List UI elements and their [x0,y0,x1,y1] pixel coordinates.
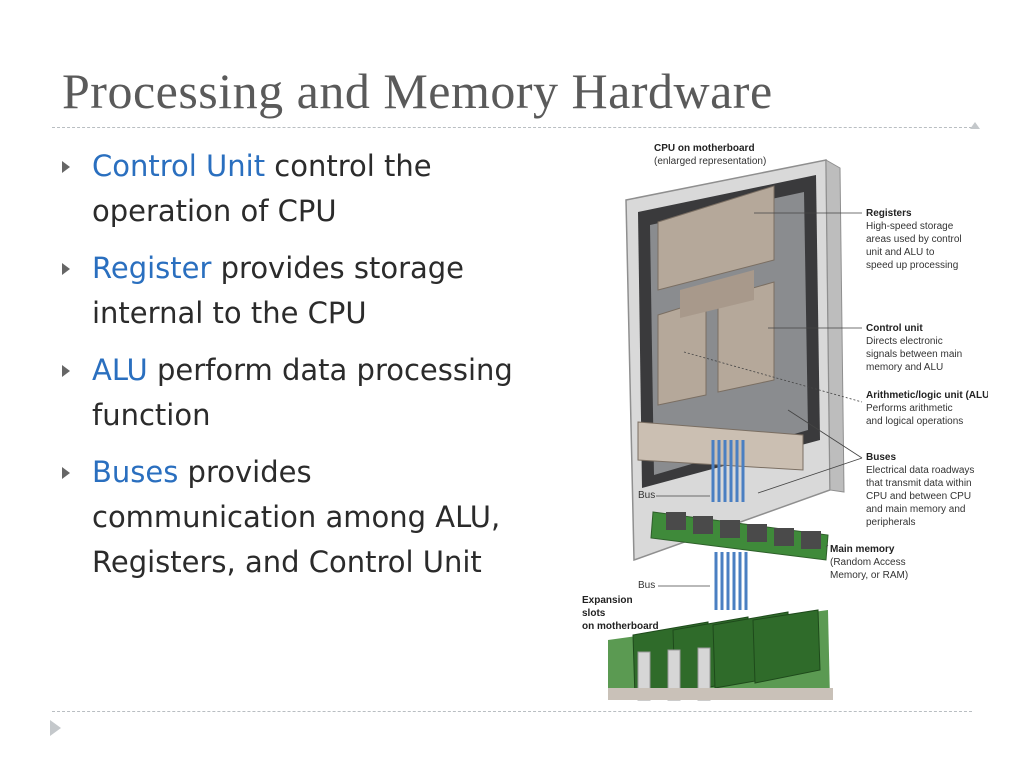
buses-desc: CPU and between CPU [866,491,971,502]
top-divider [52,122,980,129]
figure-subheading: (enlarged representation) [654,156,766,167]
bullet-text: communication among ALU, [92,500,501,534]
slide-title: Processing and Memory Hardware [62,63,773,119]
motherboard-edge [608,688,833,700]
control-unit-block [717,281,775,393]
bullet-term: Control Unit [92,149,266,183]
bullet-term: Buses [92,455,179,489]
main-memory-desc: (Random Access [830,557,906,568]
bullet-arrow-icon [62,161,70,173]
bullet-arrow-icon [62,365,70,377]
bullet-text: function [92,398,211,432]
registers-block [657,185,775,291]
bottom-divider [50,711,972,736]
registers-desc: High-speed storage [866,221,954,232]
bus-ribbon-lower [714,552,748,610]
bullet-list: Control Unit control the operation of CP… [62,144,542,597]
cpu-chip-side [825,159,845,493]
expansion-slots-title: Expansion [582,595,633,606]
bullet-register: Register provides storage internal to th… [62,246,542,336]
bullet-text: perform data processing [147,353,513,387]
bullet-term: Register [92,251,212,285]
bullet-buses: Buses provides communication among ALU, … [62,450,542,585]
bullet-text: operation of CPU [92,194,337,228]
buses-desc: that transmit data within [866,478,972,489]
buses-desc: Electrical data roadways [866,465,974,476]
bullet-control-unit: Control Unit control the operation of CP… [62,144,542,234]
buses-desc: and main memory and [866,504,966,515]
bullet-text: Registers, and Control Unit [92,545,482,579]
registers-desc: areas used by control [866,234,962,245]
ram-chips [666,512,821,549]
registers-desc: speed up processing [866,260,958,271]
main-memory-title: Main memory [830,544,895,555]
divider-cap-icon [970,122,980,129]
buses-desc: peripherals [866,517,915,528]
bus-label: Bus [638,490,655,501]
cpu-diagram: CPU on motherboard (enlarged representat… [582,143,988,701]
buses-title: Buses [866,452,896,463]
figure-heading: CPU on motherboard [654,143,755,154]
expansion-slots-title: on motherboard [582,621,659,632]
bullet-text: internal to the CPU [92,296,367,330]
alu-title: Arithmetic/logic unit (ALU) [866,390,988,401]
bullet-text: provides [178,455,312,489]
bus-label: Bus [638,580,655,591]
bullet-arrow-icon [62,263,70,275]
bullet-term: ALU [92,353,148,387]
registers-title: Registers [866,208,912,219]
leader-lines [656,212,863,587]
bullet-text: control the [265,149,432,183]
register-connector [680,270,754,318]
expansion-slots-title: slots [582,608,606,619]
bullet-alu: ALU perform data processing function [62,348,542,438]
alu-desc: Performs arithmetic [866,403,953,414]
divider-cap-icon [50,720,61,736]
bullet-text: provides storage [211,251,465,285]
registers-desc: unit and ALU to [866,247,935,258]
control-unit-desc: memory and ALU [866,362,943,373]
alu-desc: and logical operations [866,416,963,427]
bus-ribbon-upper [711,440,745,502]
bullet-arrow-icon [62,467,70,479]
control-unit-desc: signals between main [866,349,962,360]
control-unit-title: Control unit [866,323,923,334]
control-unit-desc: Directs electronic [866,336,943,347]
main-memory-desc: Memory, or RAM) [830,570,908,581]
